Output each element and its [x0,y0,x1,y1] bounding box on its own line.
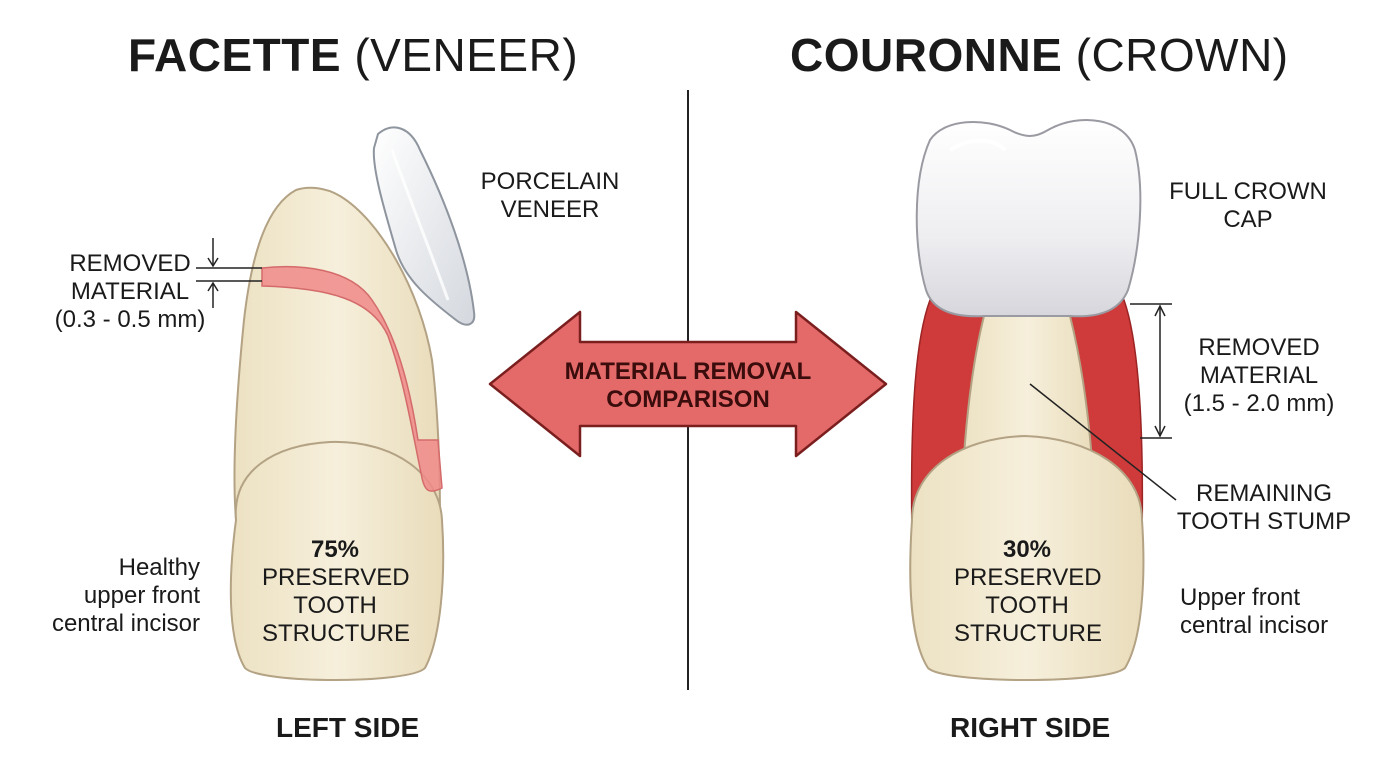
left-footer: LEFT SIDE [276,712,420,743]
left-tooth [196,126,476,681]
right-tooth-description: Upper front central incisor [1180,584,1329,639]
right-measure-bracket [1130,303,1172,439]
right-footer: RIGHT SIDE [950,712,1111,743]
left-preserved-label: 75% PRESERVED TOOTH STRUCTURE [262,536,410,647]
left-measure-marks [196,238,262,308]
right-title: COURONNE (CROWN) [790,28,1289,82]
left-title-bold: FACETTE [128,29,342,81]
right-preserved-label: 30% PRESERVED TOOTH STRUCTURE [954,536,1102,647]
stump-leader-line [1029,383,1177,501]
left-removed-material [261,266,443,492]
right-removed-material-label: REMOVED MATERIAL (1.5 - 2.0 mm) [1183,334,1335,417]
right-preserved-pct: 30% [1002,536,1052,563]
left-tooth-description: Healthy upper front central incisor [51,554,200,637]
remaining-stump-label: REMAINING TOOTH STUMP [1176,480,1352,535]
comparison-double-arrow [488,310,888,458]
left-title: FACETTE (VENEER) [128,28,578,82]
right-incisor-crown [909,434,1145,681]
full-crown-cap-shape [915,118,1142,318]
left-removed-material-label: REMOVED MATERIAL (0.3 - 0.5 mm) [54,250,206,333]
porcelain-veneer-shape [372,126,476,326]
right-title-sub: (CROWN) [1075,29,1289,81]
right-title-bold: COURONNE [790,29,1063,81]
left-preserved-pct: 75% [310,536,360,563]
full-crown-cap-label: FULL CROWN CAP [1169,178,1327,233]
porcelain-veneer-label: PORCELAIN VENEER [480,168,620,223]
right-tooth [909,118,1177,681]
arrow-label: MATERIAL REMOVAL COMPARISON [564,358,812,413]
left-incisor-crown [229,440,445,681]
left-title-sub: (VENEER) [354,29,579,81]
